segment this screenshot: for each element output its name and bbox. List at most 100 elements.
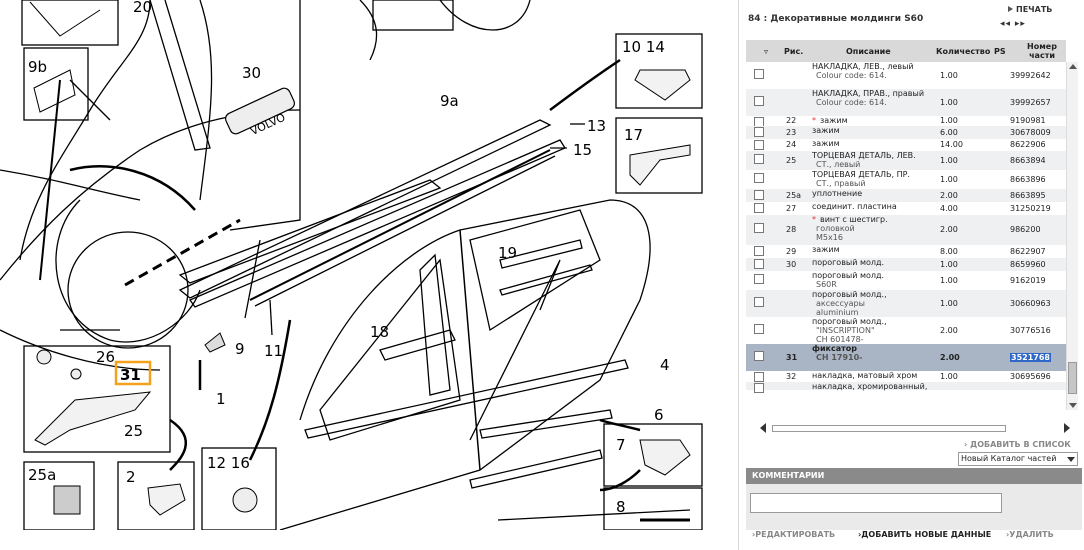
callout-9: 9 [235, 340, 245, 358]
row-part-number: 30660963 [1010, 299, 1051, 308]
comment-actions: › РЕДАКТИРОВАТЬ › ДОБАВИТЬ НОВЫЕ ДАННЫЕ … [750, 530, 1084, 542]
scroll-left-arrow-icon[interactable] [760, 423, 766, 433]
row-checkbox[interactable] [754, 351, 764, 361]
row-quantity: 1.00 [940, 98, 958, 107]
row-description: ТОРЦЕВАЯ ДЕТАЛЬ, ПР.СТ., правый [812, 170, 910, 188]
row-checkbox[interactable] [754, 246, 764, 256]
row-part-number: 9162019 [1010, 276, 1046, 285]
row-checkbox[interactable] [754, 203, 764, 213]
callout-31: 31 [120, 366, 141, 384]
print-link[interactable]: ПЕЧАТЬ [1008, 5, 1052, 14]
table-vertical-scrollbar[interactable] [1066, 62, 1078, 410]
table-row[interactable]: накладка, хромированный, [746, 382, 1066, 393]
row-quantity: 2.00 [940, 191, 958, 200]
column-header-quantity[interactable]: Количество [936, 46, 991, 56]
chevron-down-icon [1067, 457, 1075, 462]
row-part-number: 8663895 [1010, 191, 1046, 200]
row-checkbox[interactable] [754, 173, 764, 183]
callout-19: 19 [498, 244, 517, 262]
row-quantity: 2.00 [940, 353, 960, 362]
row-checkbox[interactable] [754, 154, 764, 164]
scroll-right-arrow-icon[interactable] [1064, 423, 1070, 433]
edit-button[interactable]: › РЕДАКТИРОВАТЬ [752, 530, 836, 539]
row-checkbox[interactable] [754, 324, 764, 334]
row-checkbox[interactable] [754, 96, 764, 106]
row-fig-number: 27 [786, 204, 797, 213]
row-part-number: 30776516 [1010, 326, 1051, 335]
row-part-number: 9190981 [1010, 116, 1046, 125]
row-part-number: 30678009 [1010, 128, 1051, 137]
comments-textarea[interactable] [750, 493, 1002, 513]
add-to-list-button[interactable]: › ДОБАВИТЬ В СПИСОК [964, 440, 1071, 449]
scroll-down-arrow-icon[interactable] [1069, 403, 1077, 408]
row-fig-number: 28 [786, 225, 797, 234]
column-header-fig[interactable]: Рис. [784, 46, 804, 56]
row-checkbox[interactable] [754, 127, 764, 137]
scroll-track[interactable] [772, 425, 1006, 432]
row-checkbox[interactable] [754, 274, 764, 284]
row-checkbox[interactable] [754, 190, 764, 200]
callout-17: 17 [624, 126, 643, 144]
panel-divider [738, 0, 739, 550]
row-quantity: 1.00 [940, 299, 958, 308]
row-checkbox[interactable] [754, 223, 764, 233]
row-fig-number: 24 [786, 140, 797, 149]
row-checkbox[interactable] [754, 297, 764, 307]
row-checkbox[interactable] [754, 259, 764, 269]
row-fig-number: 25 [786, 156, 797, 165]
page-nav-arrows[interactable]: ◂◂ ▸▸ [1000, 19, 1026, 29]
row-description: соединит. пластина [812, 202, 897, 211]
row-part-number: 8663894 [1010, 156, 1046, 165]
callout-26: 26 [96, 348, 115, 366]
row-fig-number: 23 [786, 128, 797, 137]
row-part-number: 8622907 [1010, 247, 1046, 256]
scroll-thumb[interactable] [1068, 362, 1077, 394]
column-header-sort-icon[interactable]: ▿ [764, 46, 769, 56]
row-quantity: 2.00 [940, 326, 958, 335]
row-description: пороговый молд.,"INSCRIPTION"CH 601478- [812, 317, 887, 344]
delete-button[interactable]: › УДАЛИТЬ [1006, 530, 1054, 539]
row-checkbox[interactable] [754, 69, 764, 79]
column-header-part-number[interactable]: Номер части [1027, 42, 1057, 60]
row-quantity: 1.00 [940, 175, 958, 184]
column-header-description[interactable]: Описание [846, 46, 891, 56]
row-fig-number: 32 [786, 372, 797, 381]
row-checkbox[interactable] [754, 383, 764, 393]
comments-header: КОММЕНТАРИИ [746, 468, 1082, 484]
add-new-data-button[interactable]: › ДОБАВИТЬ НОВЫЕ ДАННЫЕ [858, 530, 992, 539]
row-part-number: 31250219 [1010, 204, 1051, 213]
callout-11: 11 [264, 342, 283, 360]
page-title: 84 : Декоративные молдинги S60 [748, 14, 924, 24]
row-quantity: 14.00 [940, 140, 963, 149]
table-horizontal-scrollbar[interactable] [758, 422, 1078, 434]
column-header-ps[interactable]: PS [994, 46, 1006, 56]
callout-7: 7 [616, 436, 626, 454]
catalog-select[interactable]: Новый Каталог частей [958, 452, 1078, 466]
parts-table: ▿ Рис. Описание Количество PS Номер част… [746, 40, 1066, 393]
row-checkbox[interactable] [754, 140, 764, 150]
scroll-up-arrow-icon[interactable] [1069, 64, 1077, 69]
callout-9a: 9a [440, 92, 459, 110]
row-checkbox[interactable] [754, 372, 764, 382]
table-row[interactable]: пороговый молд.,"INSCRIPTION"CH 601478- 2… [746, 317, 1066, 344]
row-fig-number: 31 [786, 353, 798, 362]
